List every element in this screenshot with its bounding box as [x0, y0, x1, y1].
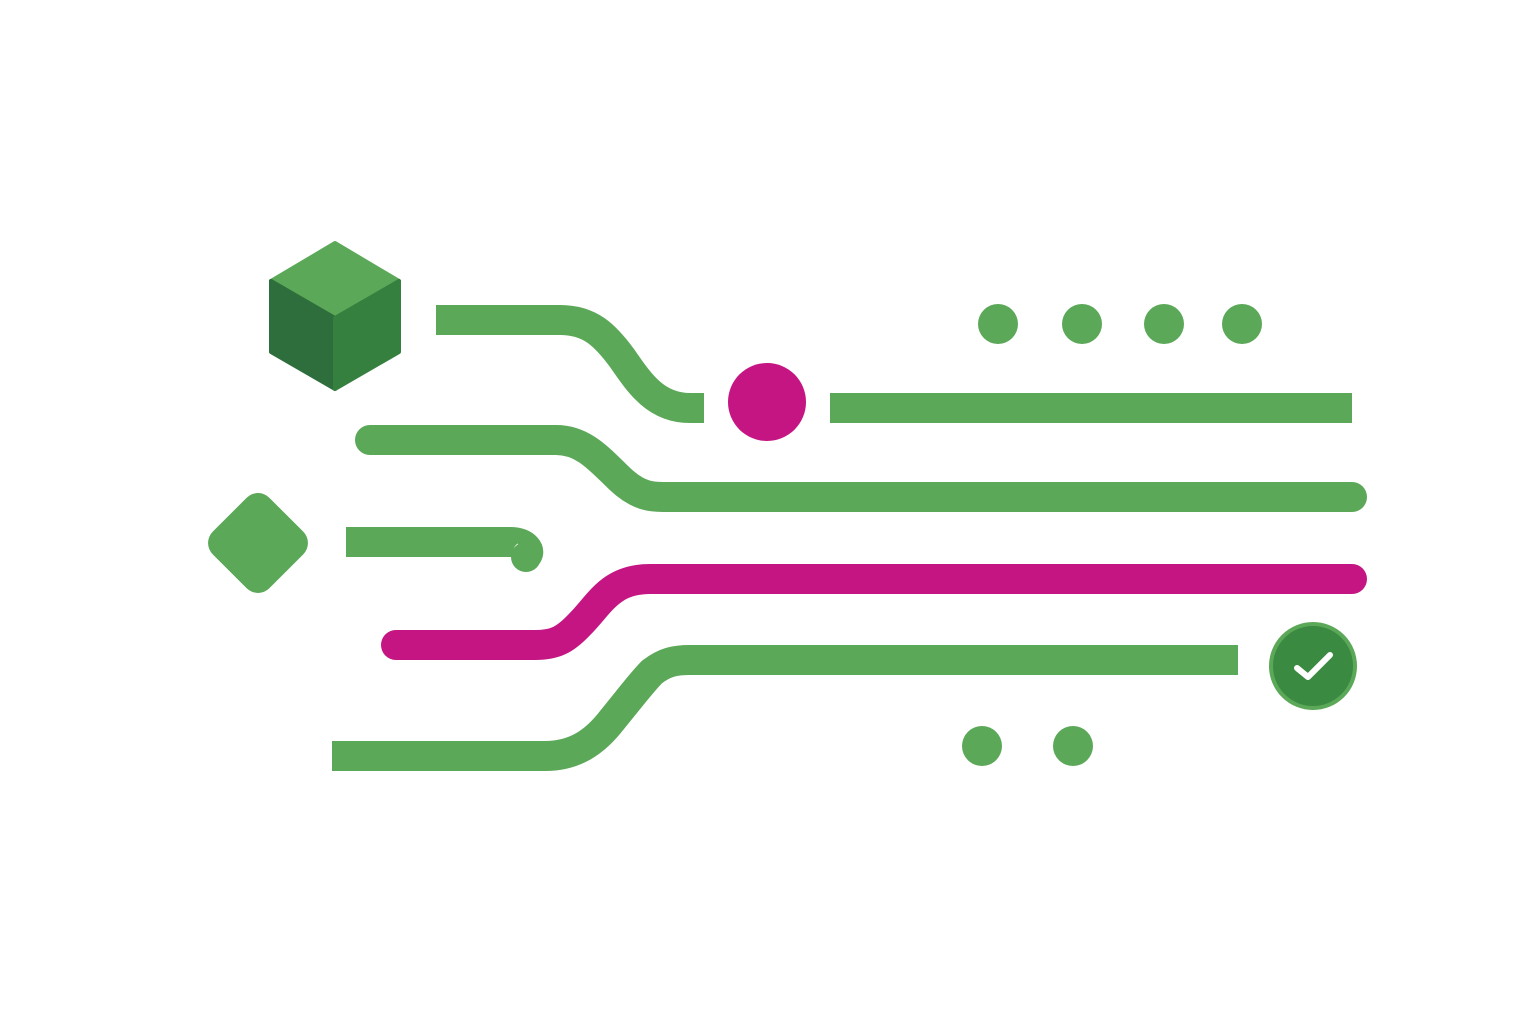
- cube-right-face: [333, 279, 401, 391]
- lane-5-path: [332, 645, 1238, 771]
- check-circle-icon: [1269, 622, 1357, 710]
- top-dot-1: [978, 304, 1018, 344]
- lane-4-path: [381, 564, 1367, 660]
- top-dot-2: [1062, 304, 1102, 344]
- top-dot-3: [1144, 304, 1184, 344]
- magenta-node-icon: [728, 363, 806, 441]
- lane-2-path: [355, 425, 1367, 513]
- check-mark: [1294, 652, 1333, 680]
- top-dots: [978, 304, 1262, 344]
- lane-3-stub-end: [511, 542, 541, 572]
- cube-icon: [269, 241, 401, 391]
- bottom-dots: [962, 726, 1093, 766]
- diamond-icon: [208, 493, 308, 593]
- lane-1-left-path: [436, 305, 704, 423]
- check-circle-background: [1269, 622, 1357, 710]
- bottom-dot-1: [962, 726, 1002, 766]
- bottom-dot-2: [1053, 726, 1093, 766]
- lane-3-stub-path: [346, 527, 543, 569]
- top-dot-4: [1222, 304, 1262, 344]
